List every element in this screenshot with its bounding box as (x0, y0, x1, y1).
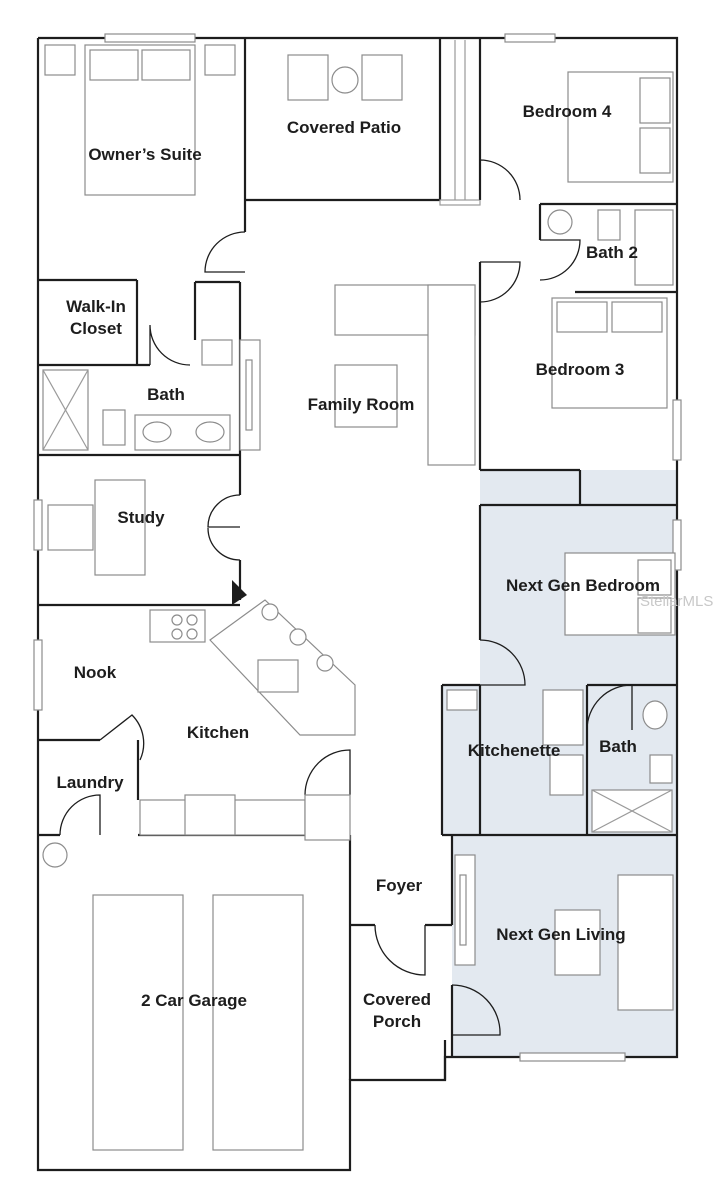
room-labels: Owner’s Suite Covered Patio Bedroom 4 Ba… (56, 102, 660, 1031)
interior-walls (38, 38, 677, 1080)
room-kitchen: Kitchen (187, 723, 249, 742)
room-bedroom-3: Bedroom 3 (536, 360, 625, 379)
doors (59, 159, 633, 1036)
room-bath-2: Bath 2 (586, 243, 638, 262)
room-next-gen-bedroom: Next Gen Bedroom (506, 576, 660, 595)
room-foyer: Foyer (376, 876, 423, 895)
room-garage: 2 Car Garage (141, 991, 247, 1010)
room-covered-porch-line1: Covered (363, 990, 431, 1009)
room-walk-in-closet-line2: Closet (70, 319, 122, 338)
room-bedroom-4: Bedroom 4 (523, 102, 612, 121)
room-study: Study (117, 508, 165, 527)
room-next-gen-bath: Bath (599, 737, 637, 756)
furniture (42, 44, 676, 1151)
room-next-gen-living: Next Gen Living (496, 925, 625, 944)
room-covered-patio: Covered Patio (287, 118, 401, 137)
room-kitchenette: Kitchenette (468, 741, 561, 760)
room-owners-bath: Bath (147, 385, 185, 404)
room-walk-in-closet-line1: Walk-In (66, 297, 126, 316)
room-nook: Nook (74, 663, 117, 682)
watermark: StellarMLS (640, 593, 713, 610)
room-covered-porch-line2: Porch (373, 1012, 421, 1031)
room-laundry: Laundry (56, 773, 124, 792)
room-family-room: Family Room (308, 395, 415, 414)
windows (33, 33, 682, 1062)
room-owners-suite: Owner’s Suite (88, 145, 201, 164)
